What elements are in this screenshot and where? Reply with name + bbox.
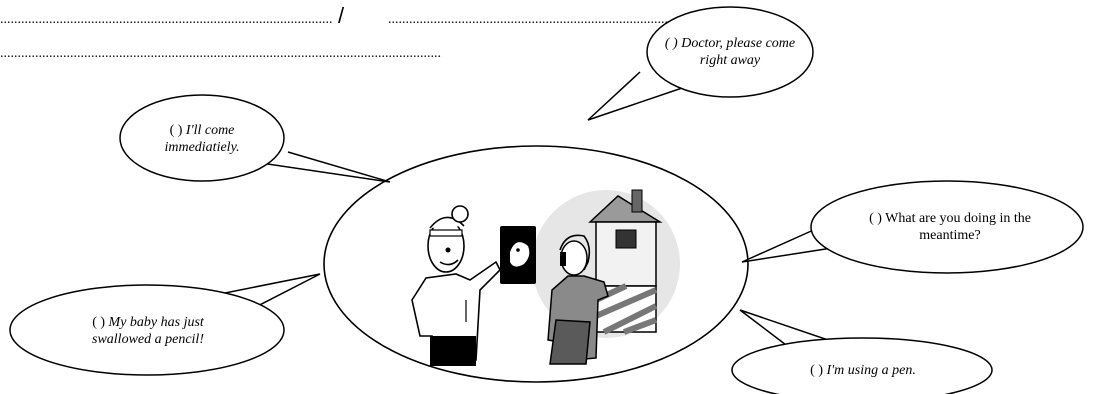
bubble-doctor-marker: ( ) xyxy=(664,36,678,51)
bubble-pen-marker: ( ) xyxy=(810,363,823,378)
bubble-what-shape xyxy=(741,180,1084,274)
bubble-baby-marker: ( ) xyxy=(92,315,106,330)
bubble-what-text: What are you doing in the meantime? xyxy=(885,211,1031,243)
bubble-baby-shape xyxy=(9,273,321,376)
answer-line-2: ........................................… xyxy=(0,46,442,61)
bubble-come-shape xyxy=(119,94,391,183)
bubble-come-text: I'll come immediatiely. xyxy=(164,123,240,155)
bubble-pen: ( ) I'm using a pen. xyxy=(770,362,956,379)
clipart-doctor-and-mother xyxy=(411,189,680,366)
answer-line-1a: ........................................… xyxy=(0,12,332,27)
bubble-pen-text: I'm using a pen. xyxy=(826,363,916,378)
bubble-baby-text: My baby has just swallowed a pencil! xyxy=(92,315,204,347)
bubble-doctor: ( ) Doctor, please come right away xyxy=(664,35,796,69)
answer-line-1b: ........................................… xyxy=(388,12,678,27)
bubble-doctor-shape xyxy=(587,6,814,121)
bubble-baby: ( ) My baby has just swallowed a pencil! xyxy=(68,314,228,348)
answer-line-separator: / xyxy=(338,3,345,28)
bubble-what: ( ) What are you doing in the meantime? xyxy=(866,210,1034,244)
bubble-what-marker: ( ) xyxy=(869,211,882,226)
bubble-come-marker: ( ) xyxy=(169,123,183,138)
bubble-come: ( ) I'll come immediatiely. xyxy=(146,122,258,156)
bubble-pen-shape xyxy=(731,309,993,394)
bubble-doctor-text: Doctor, please come right away xyxy=(681,36,796,68)
